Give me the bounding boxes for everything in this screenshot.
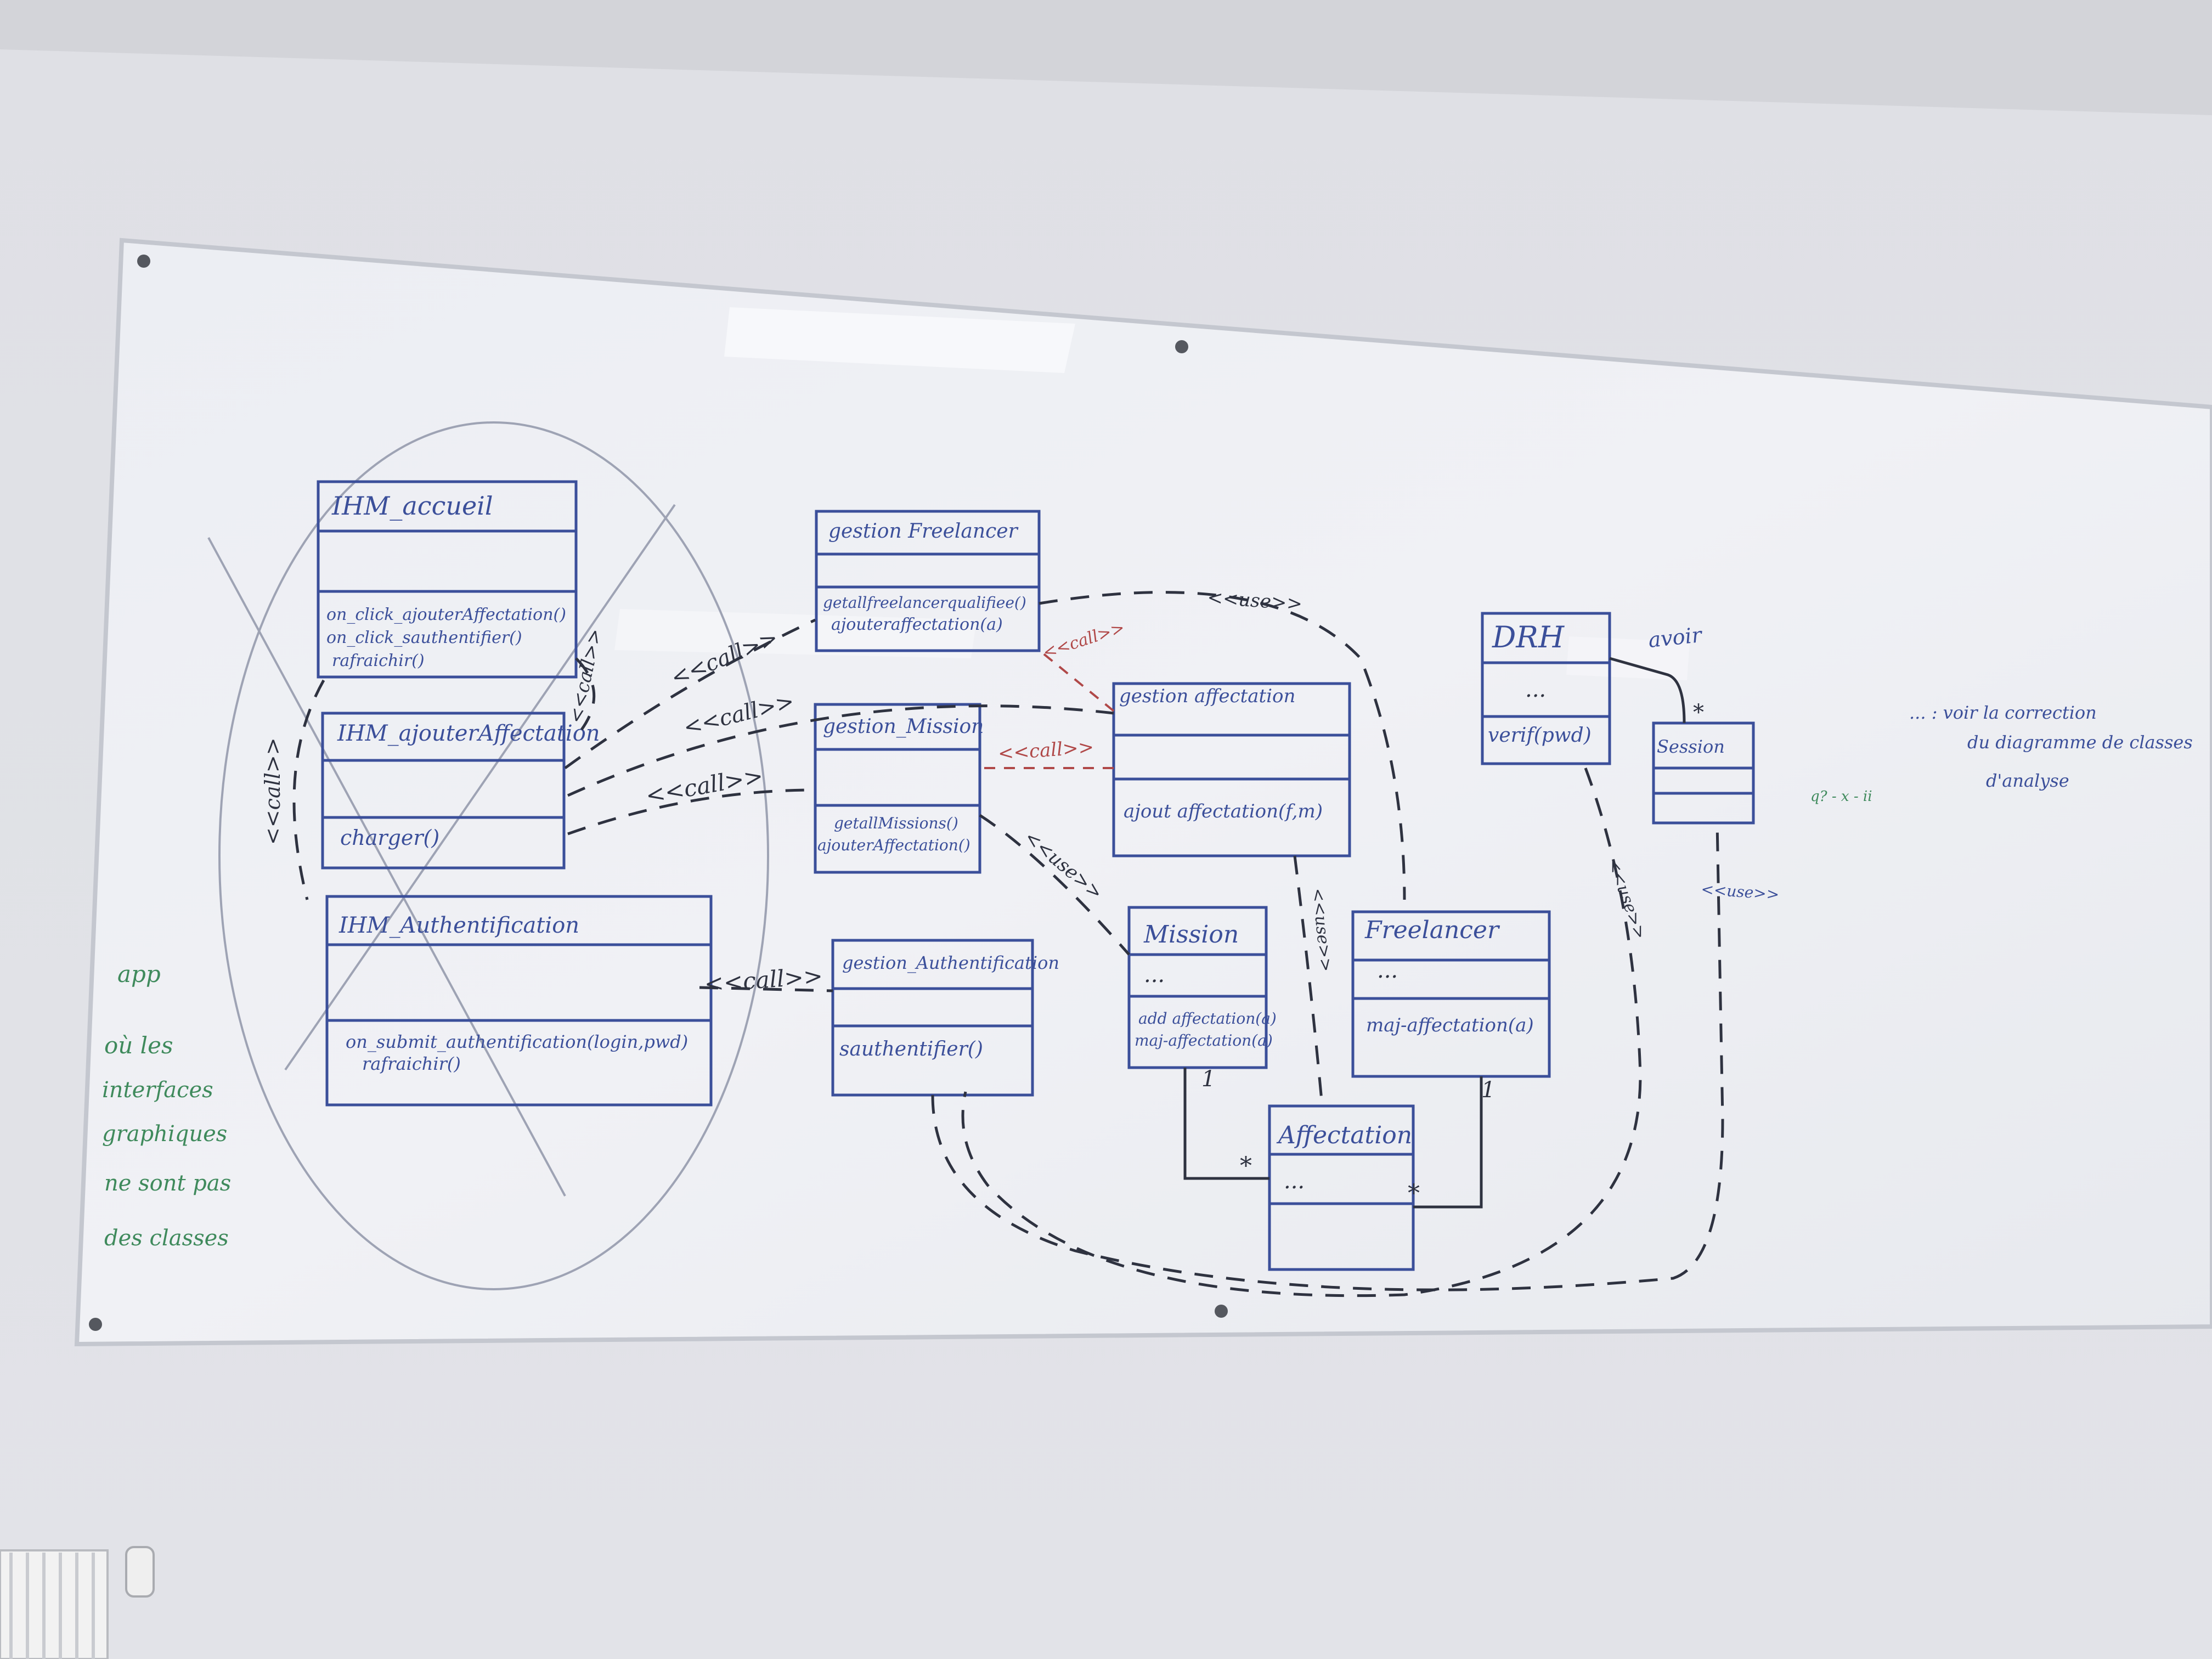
note-line: ne sont pas (104, 1171, 231, 1196)
class-name: gestion Freelancer (828, 520, 1019, 543)
crossed-out-ihm-region (207, 421, 769, 1290)
class-name: IHM_Authentification (338, 913, 579, 938)
class-gestion-affectation: gestion affectation ajout affectation(f,… (1112, 682, 1351, 857)
radiator-valve (125, 1546, 155, 1598)
multiplicity: * (1693, 700, 1704, 725)
method: add affectation(a) (1138, 1009, 1277, 1028)
class-session: Session (1652, 721, 1755, 825)
call-label: <<call>> (644, 762, 765, 809)
radiator (0, 1549, 109, 1659)
method: maj-affectation(a) (1366, 1014, 1534, 1036)
note-line: ... : voir la correction (1909, 702, 2097, 723)
method: on_submit_authentification(login,pwd) (346, 1031, 688, 1052)
class-name: gestion affectation (1119, 685, 1295, 707)
class-ihm-authentification: IHM_Authentification on_submit_authentif… (325, 895, 713, 1107)
class-gestion-freelancer: gestion Freelancer getallfreelancerquali… (815, 510, 1041, 652)
use-label: <<use>> (1206, 586, 1303, 615)
attributes: ... (1144, 962, 1165, 988)
note-line: interfaces (102, 1077, 213, 1103)
use-label: <<use>> (1020, 826, 1107, 904)
call-label: <<call>> (703, 962, 823, 997)
use-label: <<use>> (1308, 887, 1336, 973)
attributes: ... (1284, 1169, 1305, 1194)
method: ajouteraffectation(a) (831, 615, 1003, 634)
method: verif(pwd) (1488, 724, 1592, 747)
class-drh: DRH ... verif(pwd) (1481, 612, 1611, 765)
method: ajouterAffectation() (817, 836, 970, 854)
use-label: <<use>> (1701, 880, 1780, 904)
class-name: Affectation (1276, 1121, 1412, 1149)
call-label: <<call>> (1041, 618, 1127, 663)
method: rafraichir() (332, 651, 425, 670)
attributes: ... (1377, 958, 1398, 983)
class-freelancer: Freelancer ... maj-affectation(a) (1351, 910, 1551, 1078)
method: getallMissions() (834, 814, 958, 832)
class-name: IHM_accueil (331, 491, 493, 521)
note-line: du diagramme de classes (1967, 732, 2193, 753)
class-name: IHM_ajouterAffectation (337, 721, 600, 746)
class-name: Mission (1143, 921, 1239, 949)
note-line: des classes (104, 1226, 229, 1251)
method: maj-affectation(a) (1135, 1031, 1273, 1049)
call-label: <<call>> (261, 737, 285, 845)
method: rafraichir() (362, 1053, 461, 1074)
method: getallfreelancerqualifiee() (823, 594, 1026, 612)
multiplicity: * (1240, 1152, 1252, 1180)
method: on_click_sauthentifier() (326, 628, 522, 647)
multiplicity: 1 (1201, 1066, 1215, 1092)
multiplicity: 1 (1481, 1077, 1495, 1103)
note-line: graphiques (102, 1121, 227, 1147)
method: charger() (340, 826, 439, 850)
call-label: <<call>> (681, 689, 797, 740)
multiplicity: * (1408, 1180, 1420, 1207)
class-ihm-ajouter-affectation: IHM_ajouterAffectation charger() (321, 712, 600, 870)
call-label: <<call>> (997, 736, 1094, 765)
class-ihm-accueil: IHM_accueil on_click_ajouterAffectation(… (317, 480, 578, 679)
class-gestion-authentification: gestion_Authentification sauthentifier() (831, 939, 1059, 1097)
whiteboard-surface (74, 238, 2212, 1347)
method: on_click_ajouterAffectation() (326, 605, 566, 624)
left-note: app où les interfaces graphiques ne sont… (102, 961, 231, 1251)
use-dependencies: <<use>> <<use>> <<use>> <<use>> <<use>> (931, 586, 1780, 1297)
class-mission: Mission ... add affectation(a) maj-affec… (1127, 906, 1277, 1069)
association-label: avoir (1647, 623, 1704, 652)
right-note: ... : voir la correction du diagramme de… (1810, 702, 2193, 805)
class-name: Freelancer (1364, 916, 1500, 944)
class-name: gestion_Mission (823, 715, 984, 738)
attributes: ... (1525, 677, 1546, 702)
method: sauthentifier() (839, 1038, 983, 1060)
note-line: où les (104, 1032, 173, 1059)
note-line: app (117, 961, 161, 988)
class-gestion-mission: gestion_Mission getallMissions() ajouter… (814, 703, 984, 874)
class-name: gestion_Authentification (842, 952, 1059, 973)
class-name: Session (1657, 736, 1725, 757)
call-label: <<call>> (668, 625, 782, 691)
method: ajout affectation(f,m) (1124, 800, 1323, 822)
small-note: q? - x - ii (1810, 788, 1872, 805)
associations: 1 * 1 * * avoir (1183, 623, 1705, 1209)
class-name: DRH (1492, 620, 1565, 654)
class-affectation: Affectation ... (1268, 1104, 1415, 1271)
note-line: d'analyse (1986, 770, 2069, 791)
